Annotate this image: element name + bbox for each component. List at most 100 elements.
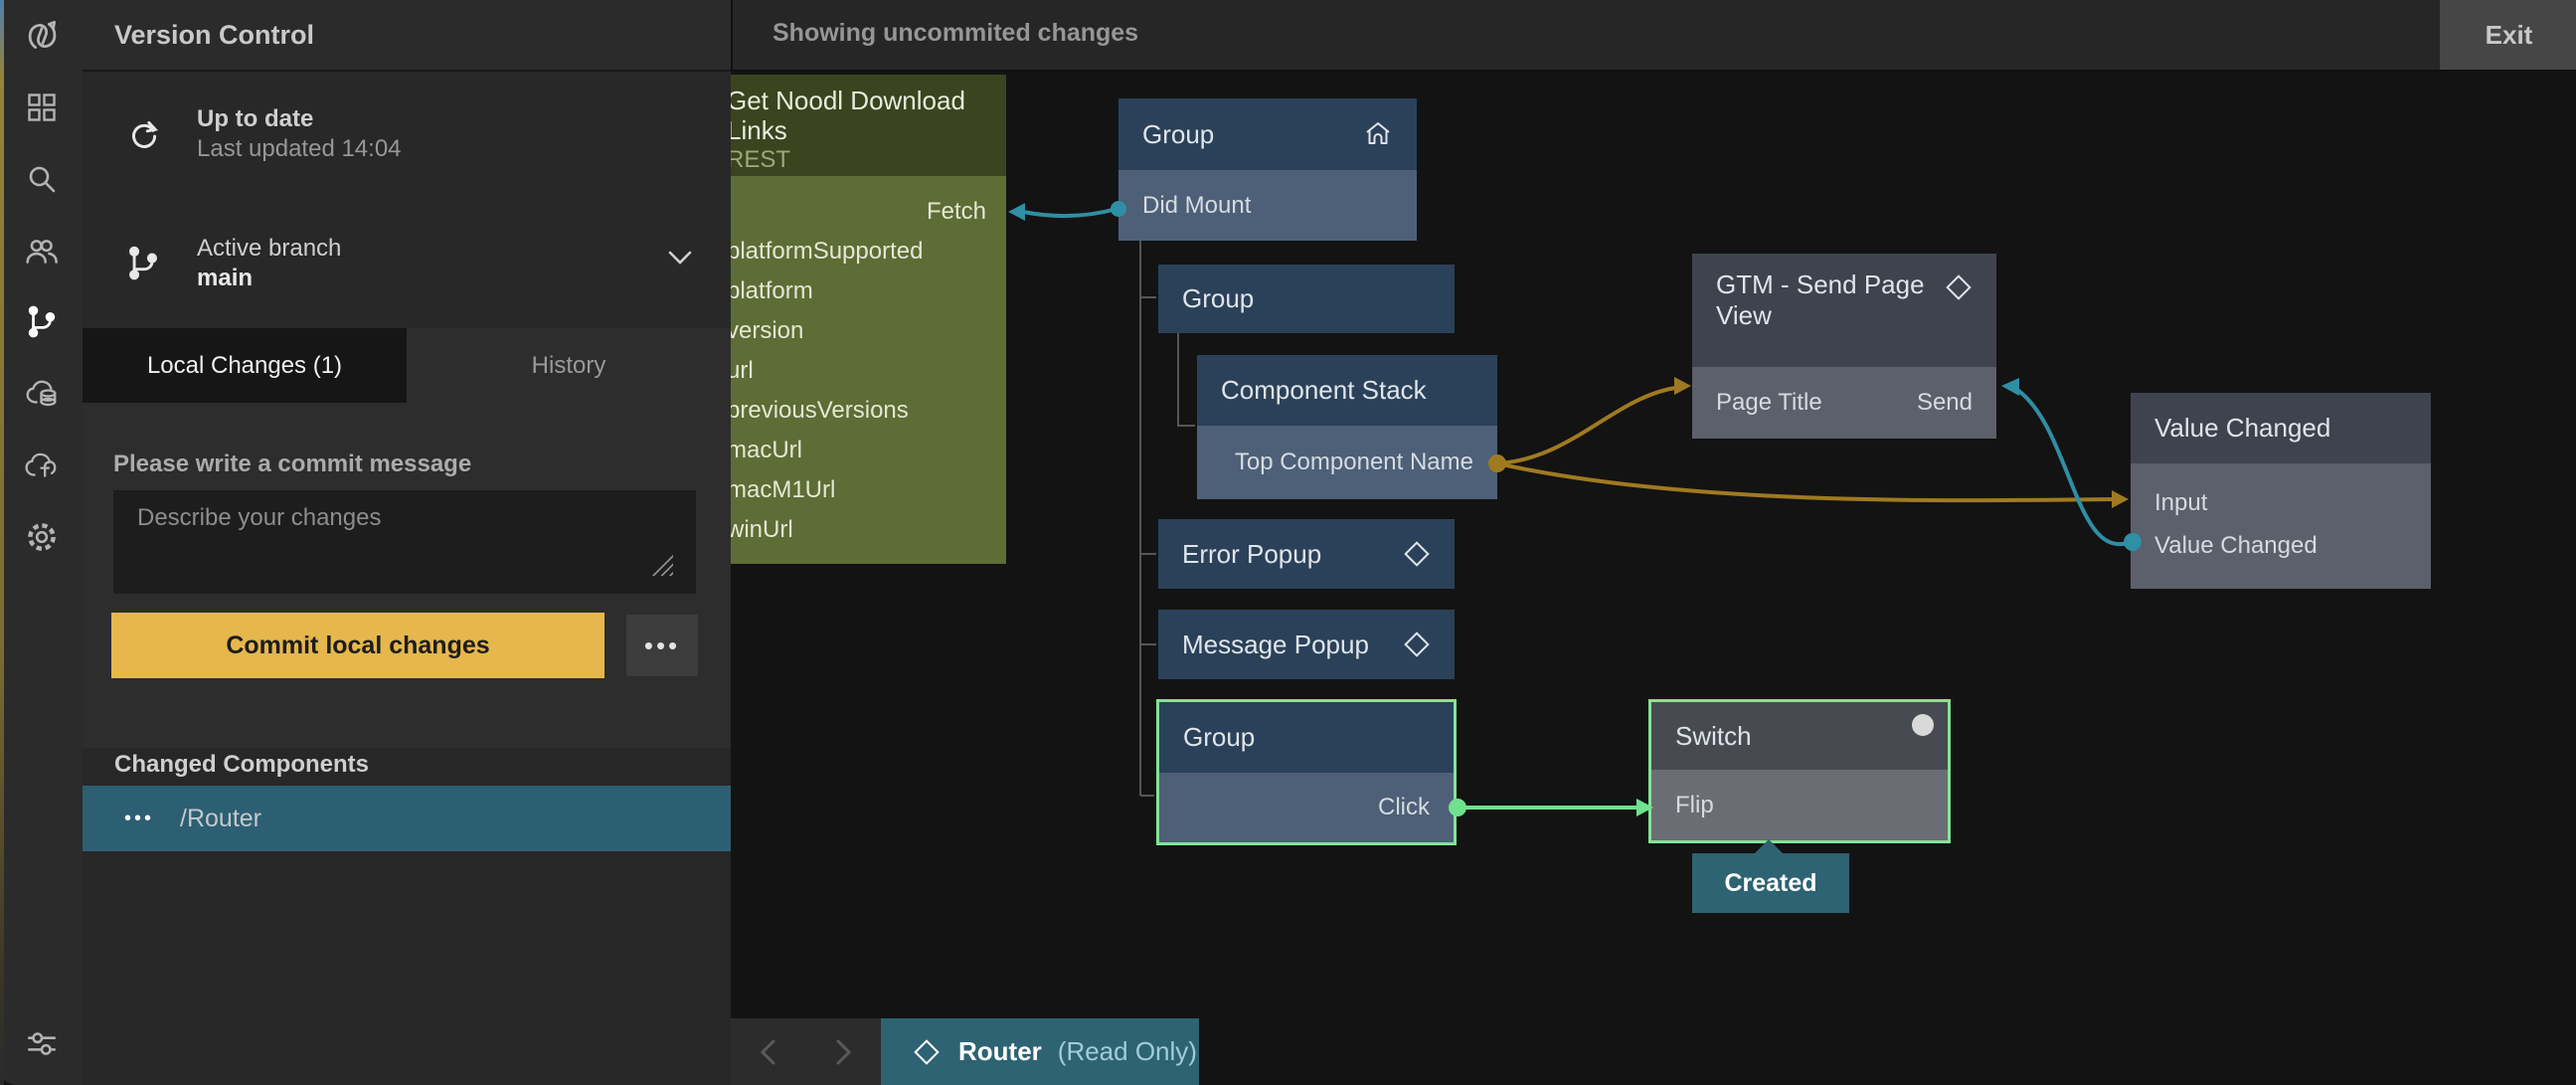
component-diamond-icon <box>1403 540 1431 568</box>
branch-icon <box>124 244 162 281</box>
node-gtm-send-page-view[interactable]: GTM - Send Page View Page Title Send <box>1692 254 1996 439</box>
port-top-component-name[interactable]: Top Component Name <box>1197 426 1497 499</box>
forward-chevron-icon[interactable] <box>832 1037 854 1067</box>
port-output[interactable]: macM1Url <box>731 470 1006 510</box>
uncommitted-status-text: Showing uncommited changes <box>773 19 1139 47</box>
node-switch[interactable]: Switch Flip <box>1648 699 1951 843</box>
port-label: version <box>731 317 804 344</box>
component-diamond-icon <box>1945 273 1973 301</box>
router-component-tab[interactable]: Router (Read Only) <box>881 1018 1199 1085</box>
port-label: Input <box>2154 488 2208 516</box>
port-output[interactable]: platformSupported <box>731 232 1006 271</box>
back-chevron-icon[interactable] <box>758 1037 779 1067</box>
port-label: winUrl <box>731 516 793 543</box>
port-output[interactable]: winUrl <box>731 510 1006 550</box>
node-title: Value Changed <box>2154 413 2331 443</box>
port-label: Did Mount <box>1142 191 1252 219</box>
exit-button[interactable]: Exit <box>2440 0 2576 70</box>
icon-rail <box>0 0 83 1085</box>
node-subtitle: REST <box>731 145 791 173</box>
home-icon <box>1363 119 1393 149</box>
refresh-icon[interactable] <box>124 115 162 153</box>
node-group-2[interactable]: Group <box>1158 265 1455 333</box>
component-diamond-icon <box>913 1038 941 1066</box>
version-control-panel: Version Control Up to date Last updated … <box>83 0 731 1085</box>
port-did-mount[interactable]: Did Mount <box>1118 170 1417 241</box>
sync-status-row[interactable]: Up to date Last updated 14:04 <box>83 72 731 199</box>
node-title: Error Popup <box>1182 538 1322 569</box>
port-flip[interactable]: Flip <box>1651 770 1948 840</box>
port-click[interactable]: Click <box>1159 773 1454 842</box>
port-label: Value Changed <box>2154 531 2318 559</box>
node-message-popup[interactable]: Message Popup <box>1158 610 1455 679</box>
port-page-title[interactable]: Page Title <box>1716 389 1822 416</box>
router-tab-label: Router <box>958 1036 1042 1066</box>
port-label: url <box>731 357 754 384</box>
sliders-icon[interactable] <box>0 1015 83 1071</box>
port-label: platformSupported <box>731 238 924 265</box>
port-label: Click <box>1378 794 1430 820</box>
users-icon[interactable] <box>0 225 83 280</box>
noodl-logo[interactable] <box>0 8 83 64</box>
changed-component-name: /Router <box>180 804 261 832</box>
node-rest[interactable]: Get Noodl Download Links REST Fetch plat… <box>731 75 1006 564</box>
port-output[interactable]: macUrl <box>731 431 1006 470</box>
sync-updated: Last updated 14:04 <box>197 135 402 162</box>
port-input[interactable]: Input <box>2131 481 2431 524</box>
grid-icon[interactable] <box>0 80 83 135</box>
commit-message-input[interactable] <box>113 490 696 594</box>
nav-history-bar <box>731 1018 881 1085</box>
node-title: Group <box>1183 722 1256 752</box>
panel-title: Version Control <box>114 19 315 50</box>
port-output[interactable]: url <box>731 351 1006 391</box>
node-title: Message Popup <box>1182 629 1369 659</box>
branch-icon[interactable] <box>0 293 83 349</box>
sync-status: Up to date <box>197 105 314 132</box>
active-branch-selector[interactable]: Active branch main <box>83 197 731 330</box>
cloud-function-icon[interactable] <box>0 438 83 493</box>
port-send[interactable]: Send <box>1916 389 1973 416</box>
commit-prompt: Please write a commit message <box>113 451 472 477</box>
commit-button[interactable]: Commit local changes <box>111 613 604 678</box>
node-value-changed[interactable]: Value Changed Input Value Changed <box>2131 393 2431 589</box>
changed-component-row[interactable]: ••• /Router <box>83 786 731 851</box>
gear-icon[interactable] <box>0 509 83 565</box>
commit-section: Please write a commit message Commit loc… <box>83 403 731 748</box>
cloud-database-icon[interactable] <box>0 366 83 422</box>
readonly-label: (Read Only) <box>1057 1036 1197 1066</box>
node-component-stack[interactable]: Component Stack Top Component Name <box>1197 355 1497 499</box>
node-group-home[interactable]: Group Did Mount <box>1118 98 1417 241</box>
port-label: Fetch <box>926 198 986 225</box>
tab-history[interactable]: History <box>407 328 731 403</box>
created-tooltip-arrow <box>1753 839 1785 855</box>
gtm-port-row[interactable]: Page Title Send <box>1692 367 1996 439</box>
node-group-selected[interactable]: Group Click <box>1156 699 1457 845</box>
node-title: Group <box>1142 118 1215 149</box>
chevron-down-icon[interactable] <box>667 249 693 267</box>
node-title: Component Stack <box>1221 375 1427 405</box>
port-output[interactable]: version <box>731 311 1006 351</box>
port-output[interactable]: previousVersions <box>731 391 1006 431</box>
branch-label: Active branch <box>197 235 342 262</box>
canvas-topbar: Showing uncommited changes Exit <box>731 0 2576 72</box>
search-icon[interactable] <box>0 151 83 207</box>
node-title: Get Noodl Download Links <box>731 86 965 145</box>
branch-name: main <box>197 265 254 291</box>
port-label: Flip <box>1675 791 1714 818</box>
node-title: GTM - Send Page View <box>1716 270 1925 331</box>
changed-components-heading: Changed Components <box>114 751 369 778</box>
node-error-popup[interactable]: Error Popup <box>1158 519 1455 589</box>
port-fetch[interactable]: Fetch <box>731 192 1006 232</box>
more-options-button[interactable]: ••• <box>626 615 698 676</box>
node-title: Switch <box>1675 720 1752 751</box>
created-badge: Created <box>1692 853 1849 913</box>
port-label: macUrl <box>731 437 802 463</box>
ellipsis-icon[interactable]: ••• <box>124 807 155 829</box>
status-dot <box>1912 714 1934 736</box>
port-output[interactable]: platform <box>731 271 1006 311</box>
panel-header: Version Control <box>83 0 731 72</box>
node-graph-canvas[interactable]: Get Noodl Download Links REST Fetch plat… <box>731 70 2576 1085</box>
rail-accent-strip <box>0 0 4 1085</box>
port-value-changed[interactable]: Value Changed <box>2131 524 2431 567</box>
tab-local-changes[interactable]: Local Changes (1) <box>83 328 407 403</box>
